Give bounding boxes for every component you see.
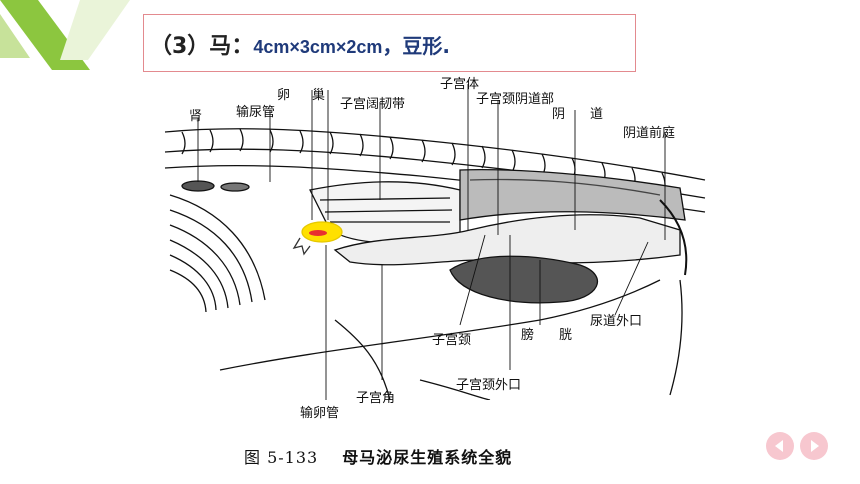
label-ovary-2: 巢 xyxy=(312,88,326,103)
heading-shape: ，豆形. xyxy=(382,34,451,58)
label-uterine-body: 子宫体 xyxy=(440,77,480,92)
label-ureter: 输尿管 xyxy=(236,105,276,120)
heading-prefix: （3）马 xyxy=(150,34,232,59)
next-slide-button[interactable] xyxy=(800,432,828,460)
label-cervix: 子宫颈 xyxy=(432,333,472,348)
prev-slide-button[interactable] xyxy=(766,432,794,460)
label-bladder-2: 胱 xyxy=(559,328,573,343)
label-external-os: 子宫颈外口 xyxy=(456,378,522,393)
corner-decoration xyxy=(0,0,130,70)
figure-title: 母马泌尿生殖系统全貌 xyxy=(342,448,513,467)
label-ovary-1: 卵 xyxy=(277,88,291,103)
heading-separator: ： xyxy=(231,34,254,59)
chevron-right-icon xyxy=(811,440,819,452)
label-kidney: 肾 xyxy=(189,109,203,124)
label-vagina-1: 阴 xyxy=(552,107,566,122)
label-vagina-2: 道 xyxy=(590,107,604,122)
slide-heading: （3）马：4cm×3cm×2cm，豆形. xyxy=(150,28,450,60)
label-bladder-1: 膀 xyxy=(521,328,535,343)
chevron-left-icon xyxy=(775,440,783,452)
heading-dimensions: 4cm×3cm×2cm xyxy=(253,37,383,57)
label-broad-ligament: 子宫阔韧带 xyxy=(340,97,406,112)
heading-box xyxy=(143,14,636,72)
figure-caption: 图 5-133 母马泌尿生殖系统全貌 xyxy=(244,444,512,468)
label-urethral-orifice: 尿道外口 xyxy=(590,314,643,329)
figure-number: 图 5-133 xyxy=(244,448,319,467)
label-oviduct: 输卵管 xyxy=(300,406,340,421)
label-uterine-horn: 子宫角 xyxy=(356,391,396,406)
label-vestibule: 阴道前庭 xyxy=(623,126,676,141)
anatomy-diagram xyxy=(164,84,706,400)
label-cervix-vaginal-part: 子宫颈阴道部 xyxy=(476,92,555,107)
